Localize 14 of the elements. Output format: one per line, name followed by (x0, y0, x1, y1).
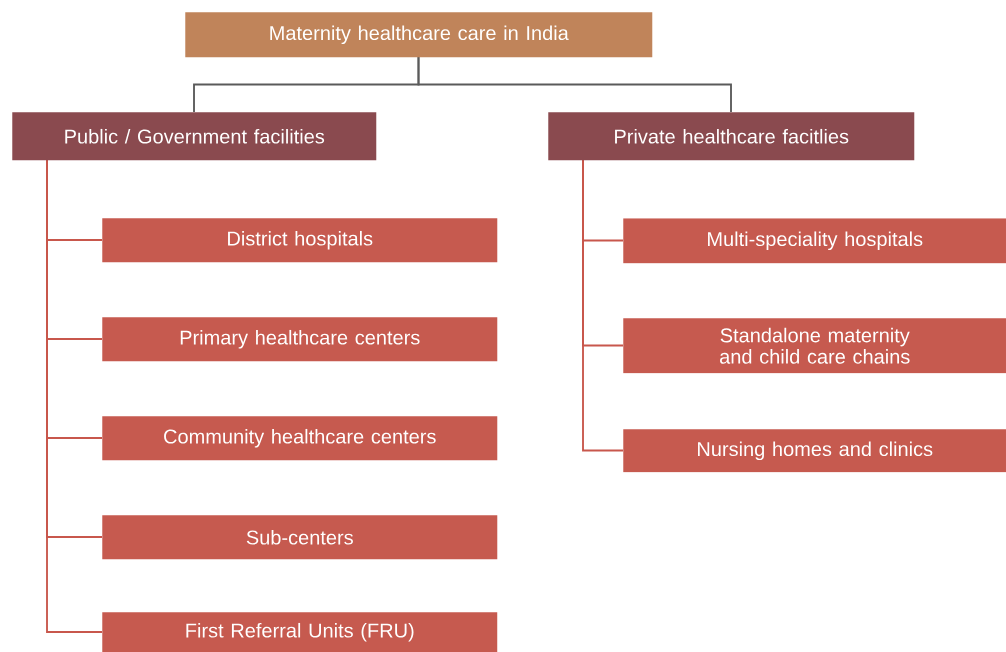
connector-line (417, 56, 732, 113)
facility-box: Community healthcare centers (102, 416, 498, 461)
facility-box: Multi-speciality hospitals (623, 218, 1006, 264)
connector-line (582, 159, 624, 452)
facility-box: Sub-centers (102, 515, 498, 560)
facility-box: First Referral Units (FRU) (102, 612, 498, 652)
category-box: Private healthcare facitlies (548, 112, 915, 161)
facility-box: District hospitals (102, 218, 498, 263)
facility-box: Primary healthcare centers (102, 317, 498, 362)
category-box: Public / Government facilities (12, 112, 377, 161)
root-box: Maternity healthcare care in India (185, 12, 653, 58)
facility-box: Nursing homes and clinics (623, 429, 1006, 473)
facility-box: Standalone maternity and child care chains (623, 318, 1006, 374)
connector-line (46, 159, 103, 633)
